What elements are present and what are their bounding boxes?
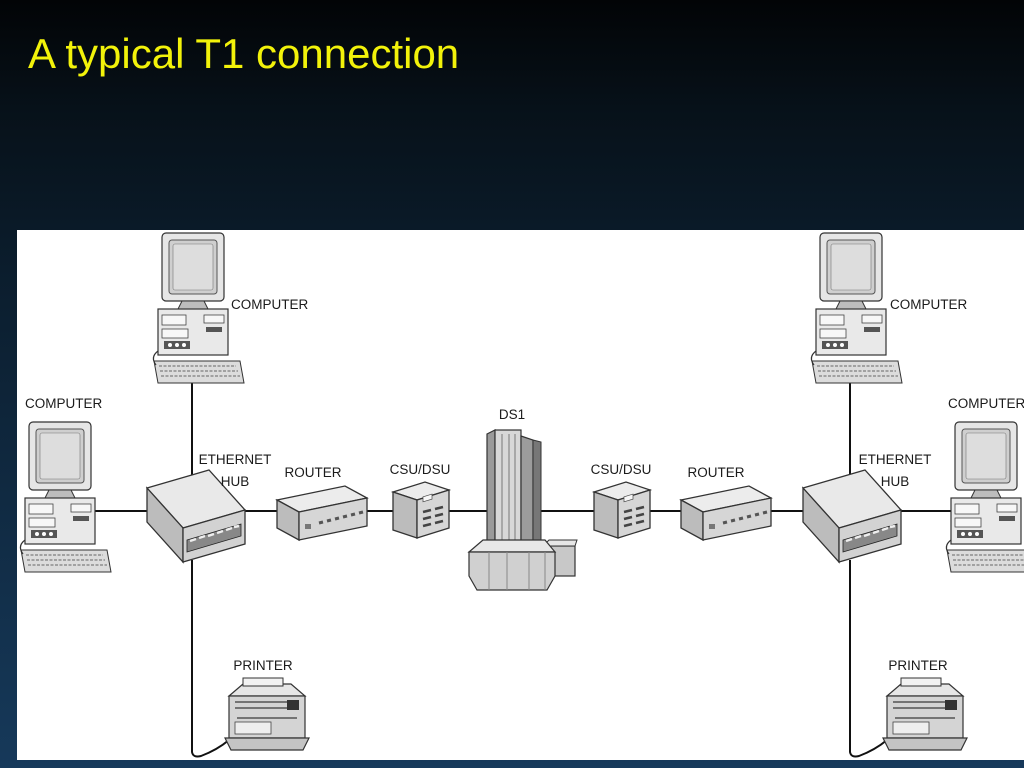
- ds1-tower-icon: [467, 429, 578, 591]
- csu-dsu-icon: [592, 480, 652, 540]
- printer-icon: [882, 677, 968, 751]
- label-printer-right: PRINTER: [888, 658, 948, 673]
- label-computer-right: COMPUTER: [948, 396, 1024, 411]
- diagram-labels: COMPUTER COMPUTER ETHERNET HUB ROUTER CS…: [25, 297, 1024, 673]
- router-icon: [679, 484, 773, 542]
- label-csu-dsu-right: CSU/DSU: [591, 462, 652, 477]
- label-hub-left-line1: ETHERNET: [199, 452, 272, 467]
- slide-title: A typical T1 connection: [28, 30, 460, 77]
- label-printer-left: PRINTER: [233, 658, 293, 673]
- label-csu-dsu-left: CSU/DSU: [390, 462, 451, 477]
- csu-dsu-icon: [391, 480, 451, 540]
- computer-icon: [945, 421, 1024, 573]
- label-computer-top-right: COMPUTER: [890, 297, 968, 312]
- label-router-right: ROUTER: [688, 465, 745, 480]
- network-diagram-canvas: COMPUTER COMPUTER ETHERNET HUB ROUTER CS…: [19, 232, 1024, 758]
- network-diagram: COMPUTER COMPUTER ETHERNET HUB ROUTER CS…: [17, 230, 1024, 760]
- printer-icon: [224, 677, 310, 751]
- label-router-left: ROUTER: [285, 465, 342, 480]
- label-ds1: DS1: [499, 407, 525, 422]
- computer-icon: [19, 421, 112, 573]
- label-computer-top-left: COMPUTER: [231, 297, 309, 312]
- label-hub-left-line2: HUB: [221, 474, 250, 489]
- label-computer-left: COMPUTER: [25, 396, 103, 411]
- label-hub-right-line1: ETHERNET: [859, 452, 932, 467]
- router-icon: [275, 484, 369, 542]
- computer-icon: [810, 232, 903, 384]
- label-hub-right-line2: HUB: [881, 474, 910, 489]
